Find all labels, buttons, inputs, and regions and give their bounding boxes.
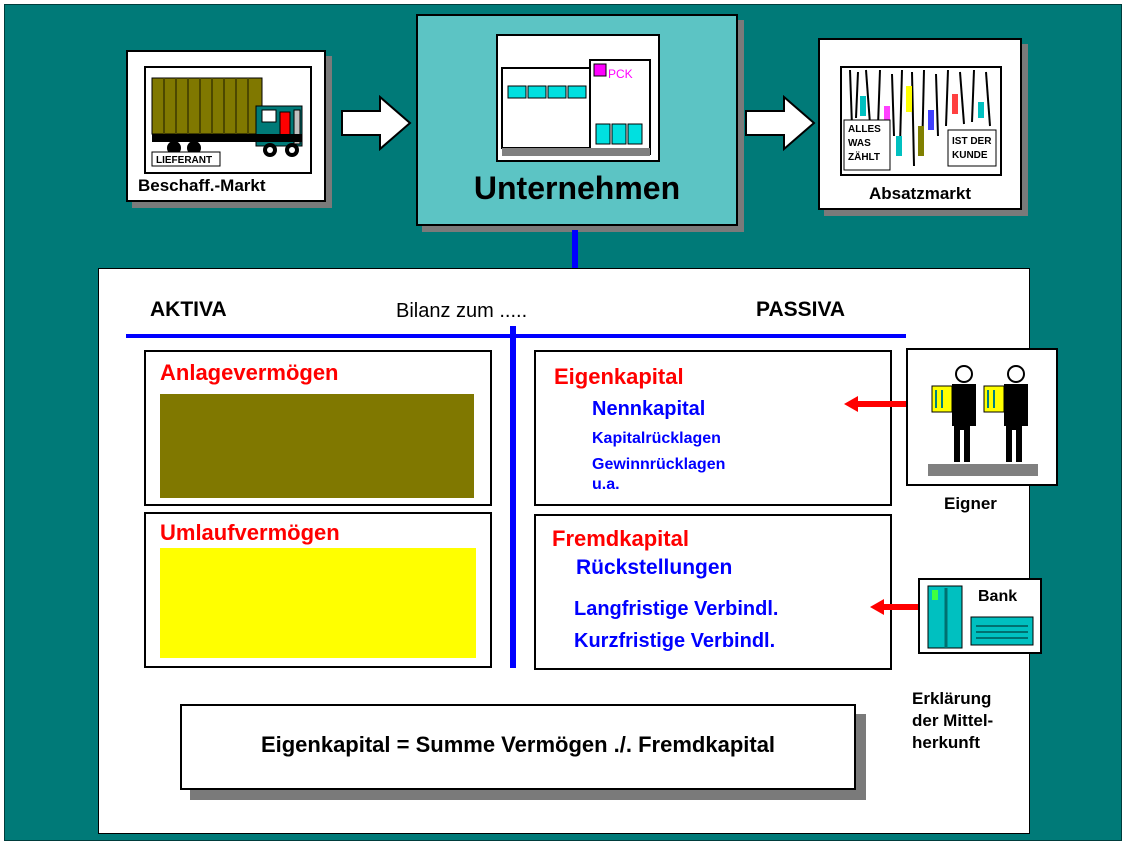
balance-horizontal-line (126, 334, 906, 338)
market-sign-line: ZÄHLT (848, 150, 880, 163)
passiva-heading: PASSIVA (756, 298, 846, 321)
balance-vertical-line (510, 326, 516, 668)
market-label: Absatzmarkt (868, 184, 972, 203)
market-sign-line: IST DER (952, 136, 992, 147)
connector-line (572, 230, 578, 270)
owners-box (906, 348, 1058, 486)
eigenkapital-box: Eigenkapital Nennkapital Kapitalrücklage… (534, 350, 892, 506)
balance-title: Bilanz zum ..... (396, 300, 528, 322)
umlaufvermoegen-fill (160, 548, 476, 658)
anlagevermoegen-fill (160, 394, 474, 498)
owners-icon (928, 365, 1038, 476)
eigenkapital-item: Kapitalrücklagen (592, 430, 721, 447)
anlagevermoegen-title: Anlagevermögen (160, 360, 339, 385)
company-label: Unternehmen (473, 170, 681, 206)
building-sign-text: PCK (608, 67, 633, 81)
market-sign-line: WAS (848, 138, 871, 149)
explanation-line: herkunft (912, 733, 980, 752)
market-sign-line: KUNDE (952, 150, 988, 161)
company-box: PCK Unternehmen (416, 14, 738, 226)
arrow-right-icon (745, 95, 816, 151)
supplier-label: Beschaff.-Markt (138, 176, 266, 195)
fremdkapital-item: Langfristige Verbindl. (574, 598, 779, 620)
formula-box: Eigenkapital = Summe Vermögen ./. Fremdk… (180, 704, 856, 790)
building-icon: PCK (496, 34, 660, 162)
eigner-label: Eigner (944, 494, 997, 513)
umlaufvermoegen-box: Umlaufvermögen (144, 512, 492, 668)
supplier-box: LIEFERANT Beschaff.-Markt (126, 50, 326, 202)
truck-sign-text: LIEFERANT (156, 155, 212, 166)
bank-label: Bank (978, 588, 1018, 605)
market-crowd-icon: ALLES WAS ZÄHLT IST DER KUNDE (840, 66, 1002, 176)
eigenkapital-item: u.a. (592, 476, 620, 493)
eigenkapital-item: Gewinnrücklagen (592, 456, 726, 473)
umlaufvermoegen-title: Umlaufvermögen (160, 520, 340, 545)
svg-text:ALLES WAS ZÄHL: ALLES WAS ZÄHLT IST DER KUNDE (848, 124, 994, 163)
fremdkapital-title: Fremdkapital (552, 526, 689, 551)
explanation-line: Erklärung (912, 689, 992, 708)
arrow-left-icon (844, 396, 908, 412)
market-sign-line: ALLES (848, 124, 881, 135)
explanation-line: der Mittel- (912, 711, 994, 730)
eigenkapital-item: Nennkapital (592, 398, 706, 420)
bank-box: Bank (918, 578, 1042, 654)
eigenkapital-title: Eigenkapital (554, 364, 684, 389)
bank-building-icon (927, 585, 963, 649)
aktiva-heading: AKTIVA (150, 298, 227, 321)
fremdkapital-item: Kurzfristige Verbindl. (574, 630, 776, 652)
formula-text: Eigenkapital = Summe Vermögen ./. Fremdk… (260, 732, 776, 757)
explanation-text: Erklärung der Mittel- herkunft (912, 688, 993, 754)
arrow-left-icon (870, 599, 918, 615)
fremdkapital-item: Rückstellungen (576, 556, 733, 579)
market-box: ALLES WAS ZÄHLT IST DER KUNDE Absatzmark… (818, 38, 1022, 210)
bank-counter-icon (970, 616, 1034, 646)
arrow-right-icon (341, 95, 412, 151)
truck-icon: LIEFERANT (144, 66, 312, 174)
fremdkapital-box: Fremdkapital Rückstellungen Langfristige… (534, 514, 892, 670)
anlagevermoegen-box: Anlagevermögen (144, 350, 492, 506)
